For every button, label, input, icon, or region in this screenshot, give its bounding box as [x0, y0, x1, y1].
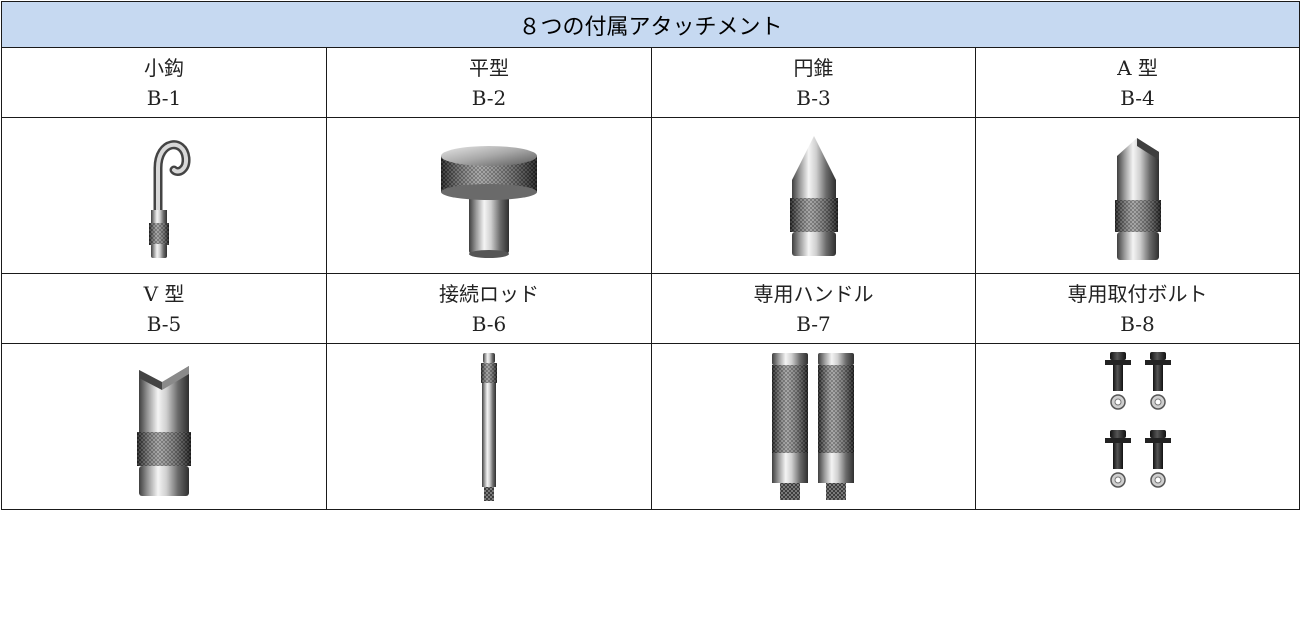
chisel-attachment-icon: [1114, 137, 1161, 260]
label-cell: A 型 B-4: [974, 47, 1301, 118]
cone-attachment-icon: [789, 136, 838, 256]
image-cell: [974, 343, 1301, 510]
image-cell: [326, 343, 652, 510]
image-cell: [974, 117, 1301, 274]
image-cell: [1, 343, 327, 510]
label-cell: 専用取付ボルト B-8: [974, 273, 1301, 344]
image-cell: [326, 117, 652, 274]
item-name: 平型: [469, 55, 509, 80]
item-name: 小鈎: [144, 55, 184, 80]
label-cell: 専用ハンドル B-7: [651, 273, 976, 344]
label-cell: 平型 B-2: [326, 47, 652, 118]
item-name: V 型: [143, 281, 185, 306]
extension-rod-icon: [481, 353, 497, 501]
image-cell: [1, 117, 327, 274]
flat-attachment-icon: [441, 146, 537, 258]
handle-pair-icon: [771, 353, 854, 500]
item-code: B-8: [1120, 311, 1155, 336]
item-code: B-6: [471, 311, 507, 336]
table-title: ８つの付属アタッチメント: [0, 1, 1301, 48]
item-code: B-1: [146, 85, 182, 110]
image-cell: [651, 343, 976, 510]
label-cell: 接続ロッド B-6: [326, 273, 652, 344]
item-name: A 型: [1117, 55, 1158, 80]
item-code: B-3: [796, 85, 831, 110]
item-name: 専用ハンドル: [753, 281, 874, 306]
label-cell: 円錐 B-3: [651, 47, 976, 118]
item-code: B-5: [146, 311, 182, 336]
item-name: 円錐: [793, 55, 834, 80]
item-name: 接続ロッド: [439, 281, 539, 306]
label-cell: V 型 B-5: [1, 273, 327, 344]
label-cell: 小鈎 B-1: [1, 47, 327, 118]
item-name: 専用取付ボルト: [1067, 281, 1208, 306]
image-cell: [651, 117, 976, 274]
item-code: B-4: [1120, 85, 1155, 110]
v-notch-attachment-icon: [137, 365, 191, 496]
attachments-table: ８つの付属アタッチメント 小鈎 B-1 平型 B-2 円錐 B-3 A 型 B-…: [0, 1, 1301, 510]
item-code: B-2: [471, 85, 507, 110]
item-code: B-7: [796, 311, 831, 336]
mounting-bolts-icon: [1104, 351, 1171, 488]
hook-attachment-icon: [149, 140, 191, 258]
